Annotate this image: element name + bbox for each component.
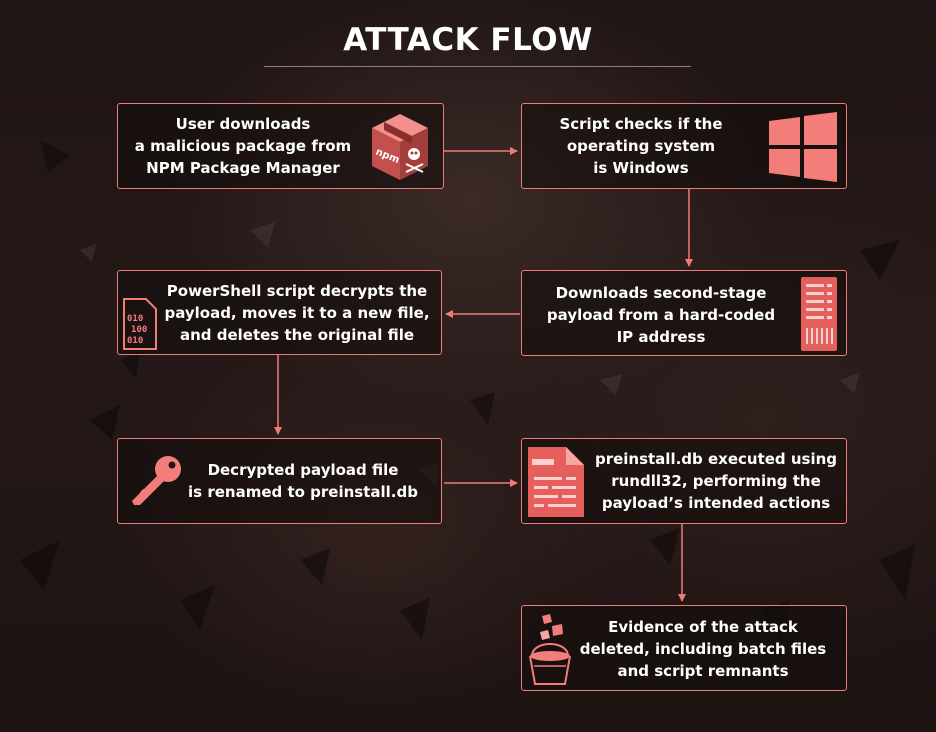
step-2-text: Script checks if the operating system is…: [559, 115, 723, 177]
step-2-box: Script checks if the operating system is…: [521, 103, 847, 189]
step-7-box: Evidence of the attack deleted, includin…: [521, 605, 847, 691]
page-title: ATTACK FLOW: [343, 22, 593, 58]
key-icon: [132, 456, 181, 505]
title-underline: [264, 66, 691, 67]
step-5-text: Decrypted payload file is renamed to pre…: [188, 461, 418, 501]
server-rack-icon: [801, 277, 837, 351]
step-6-box: preinstall.db executed using rundll32, p…: [521, 438, 847, 524]
step-3-box: Downloads second-stage payload from a ha…: [521, 270, 847, 356]
step-1-text: User downloads a malicious package from …: [134, 115, 352, 177]
document-icon: [528, 447, 584, 517]
binary-line-2: 100: [131, 325, 147, 335]
step-1-box: npm User downloads a malicious package f…: [117, 103, 444, 189]
binary-file-icon: 010 100 010: [123, 298, 157, 350]
step-5-box: Decrypted payload file is renamed to pre…: [117, 438, 442, 524]
step-6-text: preinstall.db executed using rundll32, p…: [594, 450, 838, 512]
step-4-text: PowerShell script decrypts the payload, …: [164, 282, 430, 344]
npm-package-skull-icon: npm: [372, 114, 428, 180]
binary-line-1: 010: [127, 314, 143, 324]
windows-logo-icon: [769, 112, 837, 182]
step-7-text: Evidence of the attack deleted, includin…: [579, 618, 827, 680]
binary-line-3: 010: [127, 336, 143, 346]
trash-bucket-icon: [529, 614, 571, 685]
step-4-box: 010 100 010 PowerShell script decrypts t…: [117, 270, 442, 355]
step-3-text: Downloads second-stage payload from a ha…: [546, 284, 776, 346]
